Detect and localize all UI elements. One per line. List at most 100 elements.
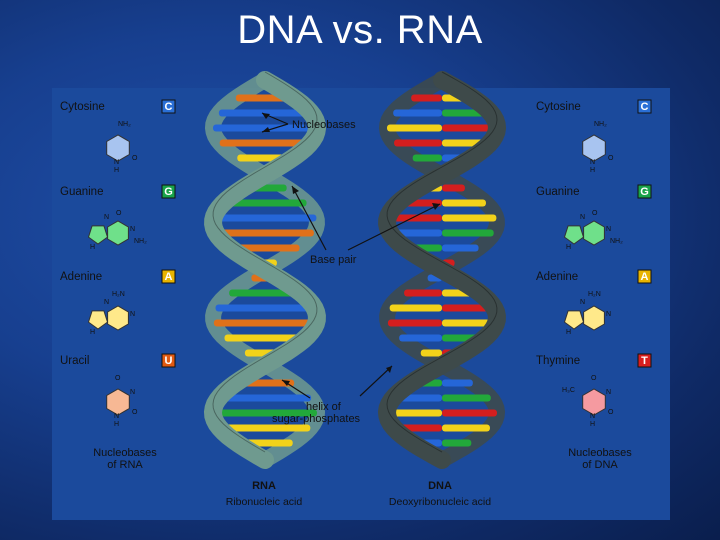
base-pair-annotation: Base pair	[291, 185, 441, 266]
dna-rung-right	[442, 409, 497, 417]
rna-group-label: NH₂	[118, 121, 131, 128]
rna-atom-o: O	[132, 409, 138, 416]
rna-backbone-front	[203, 71, 327, 469]
dna-atom-n: N	[606, 226, 611, 233]
dna-rung-right	[442, 379, 473, 387]
nucleobases-annotation: Nucleobases	[261, 112, 356, 133]
rna-atom-n: N	[104, 299, 109, 306]
base-pair-label: Base pair	[310, 254, 357, 266]
dna-rung-right	[442, 304, 495, 312]
dna-atom-h: H	[566, 329, 571, 336]
rna-base-letter: U	[165, 355, 173, 367]
rna-rung	[223, 199, 307, 207]
dna-rung-left	[387, 124, 442, 132]
rna-rung	[213, 319, 317, 327]
rna-base-letter-box	[161, 99, 176, 114]
dna-ring-pentagon	[563, 225, 585, 245]
rna-group-label: NH₂	[134, 238, 147, 245]
dna-backbone-front	[377, 71, 507, 469]
dna-caption-line2: of DNA	[582, 459, 618, 471]
rna-atom-n: N	[114, 413, 119, 420]
rna-rung	[213, 214, 317, 222]
dna-atom-o: O	[592, 210, 598, 217]
rna-base-letter-box	[161, 184, 176, 199]
rna-atom-h: H	[114, 421, 119, 428]
dna-base-letter: T	[641, 355, 648, 367]
dna-name: DNA	[428, 480, 452, 492]
dna-base-letter: A	[641, 271, 649, 283]
rna-rung	[216, 229, 314, 237]
rna-atom-n: N	[130, 226, 135, 233]
rna-ring-pentagon	[87, 225, 109, 245]
dna-caption-line1: Nucleobases	[568, 447, 632, 459]
rna-name: RNA	[252, 480, 276, 492]
helix-label-line2: sugar-phosphates	[272, 413, 361, 425]
dna-base-name: Thymine	[536, 355, 580, 367]
dna-rung-right	[442, 424, 490, 432]
dna-atom-h: H	[590, 167, 595, 174]
dna-rung-left	[387, 409, 442, 417]
dna-base-name: Guanine	[536, 186, 579, 198]
rna-atom-n: N	[114, 159, 119, 166]
dna-rung-left	[404, 289, 442, 297]
dna-backbone-edge	[386, 71, 498, 453]
dna-atom-o: O	[608, 409, 614, 416]
dna-atom-n: N	[590, 159, 595, 166]
rna-base-name: Adenine	[60, 271, 102, 283]
rna-ring-hexagon	[107, 220, 129, 246]
dna-base-letter-box	[637, 353, 652, 368]
rna-rung	[218, 394, 312, 402]
dna-group-label: H₃C	[562, 387, 575, 394]
diagram-panel	[52, 88, 670, 520]
dna-rung-right	[442, 124, 497, 132]
rna-rung	[215, 304, 315, 312]
dna-atom-n: N	[580, 214, 585, 221]
dna-base-name: Cytosine	[536, 101, 581, 113]
dna-ring-hexagon	[583, 220, 605, 246]
dna-base-letter-box	[637, 184, 652, 199]
rna-base-letter-box	[161, 353, 176, 368]
rna-group-label: H₂N	[112, 291, 125, 298]
dna-rung-left	[387, 319, 442, 327]
dna-atom-n: N	[606, 311, 611, 318]
dna-rung-left	[389, 304, 442, 312]
rna-atom-n: N	[130, 311, 135, 318]
dna-rung-left	[411, 94, 442, 102]
rna-base-name: Uracil	[60, 355, 89, 367]
dna-base-name: Adenine	[536, 271, 578, 283]
rna-caption-line2: of RNA	[107, 459, 143, 471]
dna-ring-hexagon	[583, 305, 605, 331]
rna-rung	[224, 334, 306, 342]
dna-rung-right	[442, 214, 497, 222]
dna-atom-n: N	[580, 299, 585, 306]
dna-atom-o: O	[591, 375, 597, 382]
dna-atom-h: H	[590, 421, 595, 428]
dna-group-label: NH₂	[594, 121, 607, 128]
rna-atom-n: N	[104, 214, 109, 221]
dna-ring-hexagon	[582, 388, 606, 416]
dna-group-label: H₂N	[588, 291, 601, 298]
helix-annotation: helix of sugar-phosphates	[272, 365, 393, 425]
dna-atom-o: O	[608, 155, 614, 162]
dna-rung-right	[442, 319, 497, 327]
rna-rung	[219, 139, 311, 147]
dna-rung-right	[442, 229, 494, 237]
rna-base-letter: G	[164, 186, 173, 198]
rna-ring-pentagon	[87, 310, 109, 330]
dna-rung-left	[412, 154, 442, 162]
rna-rung	[218, 109, 312, 117]
dna-rung-right	[442, 394, 491, 402]
dna-rung-left	[387, 214, 442, 222]
rna-atom-o: O	[115, 375, 121, 382]
rna-atom-h: H	[90, 244, 95, 251]
dna-base-letter-box	[637, 269, 652, 284]
rna-rung	[213, 409, 317, 417]
dna-ring-hexagon	[582, 134, 606, 162]
